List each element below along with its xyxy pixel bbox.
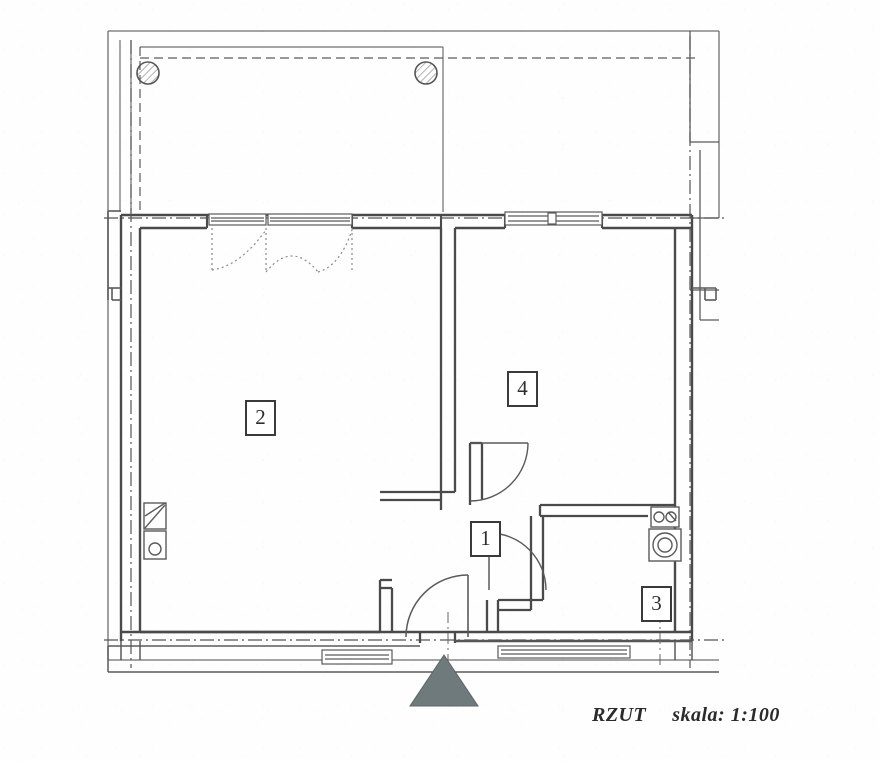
outer-outline	[107, 30, 720, 661]
hall-left-walls	[378, 578, 457, 643]
column-top-left	[136, 61, 160, 85]
door-room4-to-hall	[469, 442, 529, 502]
door-entrance	[405, 574, 469, 638]
columns	[136, 61, 438, 85]
window-symbols	[208, 211, 631, 665]
plan-caption: RZUT skala: 1:100	[592, 704, 780, 727]
kitchen-sink	[650, 506, 680, 528]
room-label-2: 2	[245, 400, 276, 436]
radiator-left-wall	[143, 502, 167, 560]
window-living-left	[208, 213, 267, 226]
window-living-right	[267, 213, 353, 226]
kitchen-hob	[648, 528, 682, 562]
entrance-triangle-icon	[409, 654, 479, 707]
right-niche-top	[692, 287, 717, 301]
window-room4	[504, 211, 603, 226]
right-outer-strip	[689, 31, 719, 321]
window-bottom-right	[497, 645, 631, 659]
plan-scale: skala: 1:100	[672, 704, 780, 726]
partition-room2-room4	[380, 228, 457, 510]
column-top-right	[414, 61, 438, 85]
room-number-text: 1	[480, 526, 491, 550]
axis-centerlines	[104, 36, 724, 668]
room-label-4: 4	[507, 371, 538, 407]
left-niche-top	[107, 210, 121, 301]
curtain-arcs	[211, 228, 353, 273]
terrace-top	[119, 40, 444, 212]
main-walls	[119, 213, 694, 643]
plan-title: RZUT	[592, 704, 647, 726]
room-label-1: 1	[470, 521, 501, 557]
bottom-balcony	[107, 640, 719, 673]
window-bottom-left	[321, 649, 393, 665]
room-number-text: 4	[517, 376, 528, 400]
terrace-dashed-edge	[139, 47, 700, 210]
room-number-text: 3	[651, 591, 662, 615]
fixtures	[143, 502, 682, 562]
room-number-text: 2	[255, 405, 266, 429]
room-label-3: 3	[641, 586, 672, 622]
